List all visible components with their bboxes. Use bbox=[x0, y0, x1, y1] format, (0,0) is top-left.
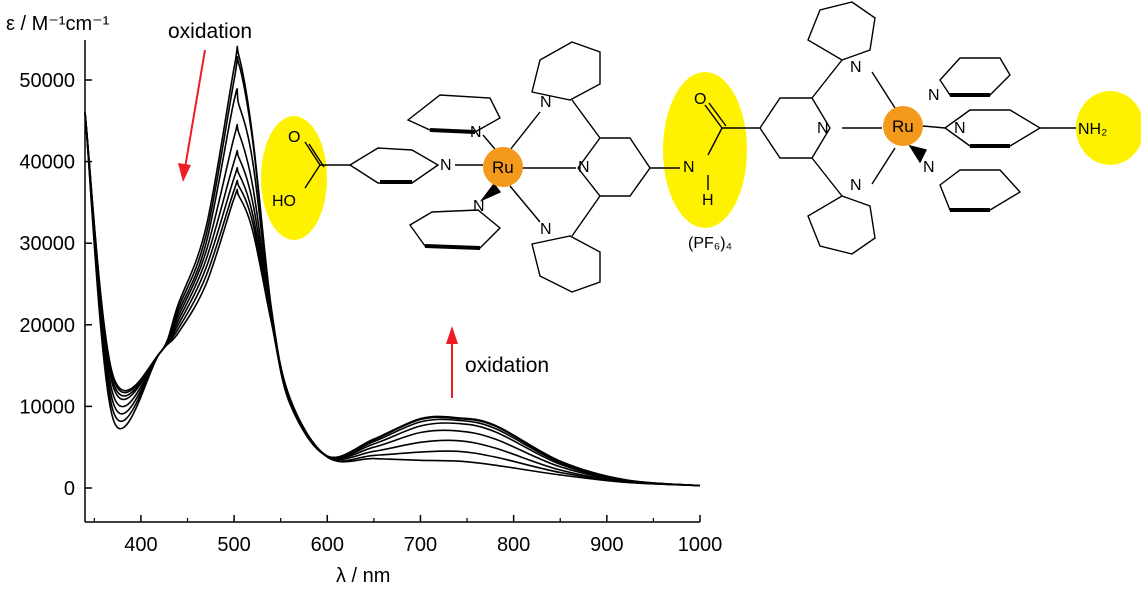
nitrogen-label: N bbox=[928, 87, 940, 104]
right-ru-wedge bbox=[908, 144, 928, 164]
spectrum-line-1 bbox=[84, 45, 701, 487]
amide-c-o-bond-2 bbox=[708, 102, 727, 127]
nitrogen-label: N bbox=[473, 198, 485, 215]
x-axis-title: λ / nm bbox=[336, 565, 390, 587]
left-ru-atom bbox=[483, 147, 523, 187]
x-tick-label: 600 bbox=[311, 534, 344, 556]
y-axis-ticks: 0 10000 20000 30000 40000 50000 bbox=[19, 70, 92, 500]
annotation-oxidation-decrease: oxidation bbox=[168, 20, 252, 43]
spectrum-line-2 bbox=[84, 56, 701, 487]
counterion-label: (PF₆)₄ bbox=[688, 235, 732, 252]
nitrogen-label: N bbox=[470, 124, 482, 141]
x-tick-label: 400 bbox=[124, 534, 157, 556]
arrow-increase-head bbox=[446, 326, 458, 344]
hydroxyl-label: HO bbox=[272, 193, 296, 210]
arrow-decrease-shaft bbox=[184, 49, 206, 169]
nitrogen-label: N bbox=[850, 59, 862, 76]
x-tick-label: 900 bbox=[590, 534, 623, 556]
nitrogen-label: N bbox=[540, 221, 552, 238]
absorption-chart: 0 10000 20000 30000 40000 50000 400 500 600 700 8… bbox=[6, 13, 722, 587]
nitrogen-label: N bbox=[923, 159, 935, 176]
x-axis-ticks: 400 500 600 700 800 900 1000 bbox=[93, 515, 723, 556]
nitrogen-label: N bbox=[817, 120, 829, 137]
amide-hydrogen-label: H bbox=[702, 192, 714, 209]
y-tick-label: 10000 bbox=[19, 396, 75, 418]
spectrum-line-8 bbox=[84, 112, 701, 487]
carbonyl-oxygen-label: O bbox=[288, 129, 300, 146]
x-tick-label: 800 bbox=[497, 534, 530, 556]
y-tick-label: 40000 bbox=[19, 152, 75, 174]
amide-c-o-bond bbox=[704, 104, 723, 129]
nitrogen-label: N bbox=[540, 94, 552, 111]
amide-highlight bbox=[663, 72, 747, 228]
annotation-oxidation-increase: oxidation bbox=[465, 354, 549, 377]
amide-n-c-bond bbox=[707, 127, 723, 156]
y-axis-title: ε / M⁻¹cm⁻¹ bbox=[6, 13, 110, 35]
x-tick-label: 700 bbox=[404, 534, 437, 556]
right-ru-bond-up bbox=[871, 71, 896, 109]
nitrogen-label: N bbox=[440, 157, 452, 174]
spectra-curves bbox=[84, 45, 701, 487]
arrow-decrease-head bbox=[178, 163, 191, 182]
left-ru-bond-up bbox=[509, 111, 541, 151]
x-tick-label: 1000 bbox=[678, 534, 723, 556]
nitrogen-label: N bbox=[954, 120, 966, 137]
right-ru-label: Ru bbox=[892, 117, 914, 136]
nitrogen-label: N bbox=[850, 177, 862, 194]
nitrogen-label: N bbox=[578, 159, 590, 176]
amine-highlight bbox=[1076, 91, 1141, 165]
nitrogen-label: N bbox=[683, 159, 695, 176]
left-ru-bond-down bbox=[509, 185, 541, 223]
left-terpyridine-ligand bbox=[304, 94, 502, 250]
center-terpyridine-ligand bbox=[531, 41, 680, 293]
right-amino-terpyridine-ligand bbox=[922, 57, 1076, 212]
right-ru-bond-down bbox=[871, 147, 896, 185]
right-terpyridine-ligand bbox=[759, 1, 876, 255]
amide-oxygen-label: O bbox=[694, 91, 706, 108]
y-tick-label: 30000 bbox=[19, 233, 75, 255]
amine-label: NH₂ bbox=[1078, 121, 1107, 138]
y-tick-label: 20000 bbox=[19, 315, 75, 337]
right-ru-atom bbox=[883, 106, 923, 146]
dinuclear-ruthenium-complex: Ru Ru N N N N N N N N N N N N N O HO O H… bbox=[261, 1, 1141, 293]
y-tick-label: 50000 bbox=[19, 70, 75, 92]
x-tick-label: 500 bbox=[217, 534, 250, 556]
left-ru-wedge bbox=[479, 182, 502, 202]
left-ru-label: Ru bbox=[492, 158, 514, 177]
y-tick-label: 0 bbox=[64, 478, 75, 500]
